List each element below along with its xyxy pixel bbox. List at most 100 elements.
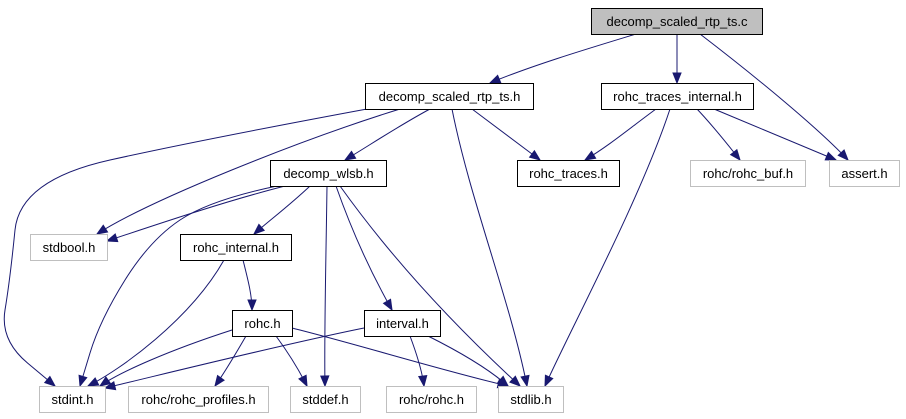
edge-line <box>471 108 541 161</box>
arrowhead-icon <box>86 377 100 387</box>
edge-line <box>335 185 393 311</box>
edge-wlsb_h-to-stdlib_h <box>339 185 521 387</box>
node-box <box>365 83 534 110</box>
edge-root-to-dsrt_h <box>488 33 637 84</box>
node-box <box>180 234 292 261</box>
arrowhead-icon <box>103 380 117 391</box>
arrowhead-icon <box>247 299 257 312</box>
node-box <box>517 160 620 187</box>
arrowhead-icon <box>417 374 428 388</box>
edge-line <box>427 335 509 387</box>
arrowhead-icon <box>488 74 502 84</box>
node-box <box>829 160 900 187</box>
arrowhead-icon <box>837 149 849 161</box>
arrowhead-icon <box>509 375 521 387</box>
edge-line <box>489 33 637 84</box>
edge-dsrt_h-to-traces_h <box>471 108 542 161</box>
arrowhead-icon <box>78 374 88 388</box>
arrowhead-icon <box>343 150 357 161</box>
node-label: interval.h <box>376 316 429 331</box>
node-stddef-h: stddef.h <box>290 386 361 413</box>
edge-interval_h-to-stdint_h <box>103 327 365 391</box>
node-rti-h[interactable]: rohc_traces_internal.h <box>601 83 754 110</box>
arrowhead-icon <box>729 148 741 162</box>
node-traces-h[interactable]: rohc_traces.h <box>517 160 620 187</box>
arrowhead-icon <box>528 149 542 161</box>
nodes-layer: decomp_scaled_rtp_ts.c decomp_scaled_rtp_… <box>30 8 900 413</box>
edge-dsrt_h-to-wlsb_h <box>343 108 431 161</box>
node-assert-h: assert.h <box>829 160 900 187</box>
edge-line <box>544 108 671 387</box>
edge-line <box>104 327 365 389</box>
edge-dsrt_h-to-stdint_h <box>3 108 368 387</box>
edge-rohc_h-to-profiles_h <box>214 335 247 388</box>
edge-rohc_h-to-stdint_h <box>98 329 233 387</box>
edge-line <box>584 108 657 161</box>
node-stdlib-h: stdlib.h <box>498 386 564 413</box>
edge-wlsb_h-to-stddef_h <box>320 185 330 388</box>
node-label: stdint.h <box>52 392 94 407</box>
edge-line <box>253 185 311 235</box>
edge-rti_h-to-assert_h <box>713 108 838 161</box>
arrowhead-icon <box>105 233 119 243</box>
node-box <box>39 386 106 413</box>
node-dsrt-h[interactable]: decomp_scaled_rtp_ts.h <box>365 83 534 110</box>
edge-wlsb_h-to-stdint_h <box>78 185 278 388</box>
node-box <box>364 310 441 337</box>
node-box <box>290 386 361 413</box>
node-box <box>232 310 293 337</box>
edge-line <box>451 108 528 387</box>
arrowhead-icon <box>497 375 510 387</box>
node-interval-h[interactable]: interval.h <box>364 310 441 337</box>
node-stdint-h: stdint.h <box>39 386 106 413</box>
arrowhead-icon <box>98 376 112 387</box>
node-box <box>601 83 754 110</box>
edge-wlsb_h-to-stdbool_h <box>105 185 286 243</box>
node-profiles-h: rohc/rohc_profiles.h <box>128 386 269 413</box>
edge-line <box>3 108 368 387</box>
edge-line <box>344 108 431 161</box>
node-rint-h[interactable]: rohc_internal.h <box>180 234 292 261</box>
edge-line <box>339 185 521 387</box>
arrowhead-icon <box>520 374 530 388</box>
node-root[interactable]: decomp_scaled_rtp_ts.c <box>591 8 763 35</box>
edge-wlsb_h-to-rint_h <box>252 185 311 235</box>
node-label: rohc_internal.h <box>193 240 279 255</box>
edge-line <box>106 185 286 242</box>
node-box <box>128 386 269 413</box>
edge-rint_h-to-stdint_h <box>86 259 225 387</box>
node-label: assert.h <box>841 166 887 181</box>
node-rohc-h[interactable]: rohc.h <box>232 310 293 337</box>
arrowhead-icon <box>43 375 57 387</box>
node-box <box>270 160 387 187</box>
node-label: rohc/rohc.h <box>399 392 464 407</box>
edge-line <box>87 259 225 387</box>
edge-wlsb_h-to-interval_h <box>335 185 393 312</box>
node-label: stdbool.h <box>43 240 96 255</box>
edge-dsrt_h-to-stdbool_h <box>95 108 401 235</box>
node-label: stdlib.h <box>510 392 551 407</box>
node-label: decomp_scaled_rtp_ts.c <box>607 14 748 29</box>
arrowhead-icon <box>95 224 109 235</box>
node-label: rohc_traces.h <box>529 166 608 181</box>
node-stdbool-h: stdbool.h <box>30 234 108 261</box>
node-label: rohc/rohc_profiles.h <box>141 392 255 407</box>
node-box <box>30 234 108 261</box>
arrowhead-icon <box>320 375 330 388</box>
node-label: rohc/rohc_buf.h <box>703 166 793 181</box>
node-wlsb-h[interactable]: decomp_wlsb.h <box>270 160 387 187</box>
node-box <box>690 160 806 187</box>
edge-rint_h-to-rohc_h <box>242 259 257 312</box>
arrowhead-icon <box>214 374 225 388</box>
node-label: decomp_scaled_rtp_ts.h <box>379 89 521 104</box>
node-label: stddef.h <box>302 392 348 407</box>
node-label: rohc_traces_internal.h <box>613 89 742 104</box>
edge-root-to-rti_h <box>672 34 682 85</box>
edge-line <box>713 108 837 161</box>
edge-dsrt_h-to-stdlib_h <box>451 108 530 388</box>
node-label: rohc.h <box>244 316 280 331</box>
node-box <box>498 386 564 413</box>
edge-rti_h-to-buf_h <box>696 108 741 162</box>
edge-interval_h-to-stdlib_h <box>427 335 510 387</box>
